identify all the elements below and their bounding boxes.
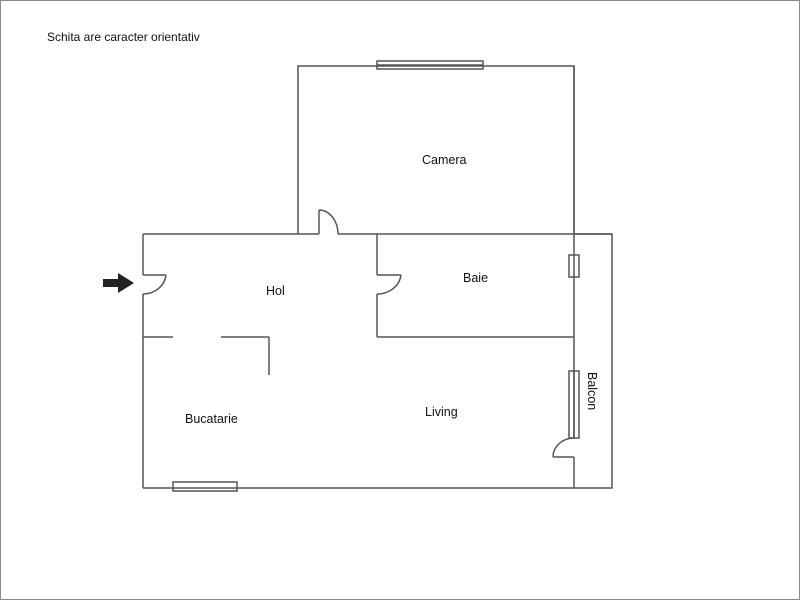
room-label-balcon: Balcon	[585, 372, 599, 411]
camera-door	[318, 209, 339, 235]
arrow-right-icon	[103, 273, 134, 293]
bucatarie-window	[172, 481, 238, 492]
camera-walls	[297, 65, 575, 234]
baie-window	[568, 254, 580, 278]
baie-door	[376, 274, 402, 295]
entrance-door	[142, 274, 167, 295]
disclaimer-note: Schita are caracter orientativ	[47, 30, 200, 44]
room-label-bucatarie: Bucatarie	[185, 412, 238, 426]
room-label-camera: Camera	[422, 153, 467, 167]
room-label-baie: Baie	[463, 271, 489, 285]
room-label-living: Living	[425, 405, 458, 419]
balcon-walls	[574, 233, 613, 489]
room-label-hol: Hol	[266, 284, 285, 298]
balcon-door	[552, 437, 575, 458]
